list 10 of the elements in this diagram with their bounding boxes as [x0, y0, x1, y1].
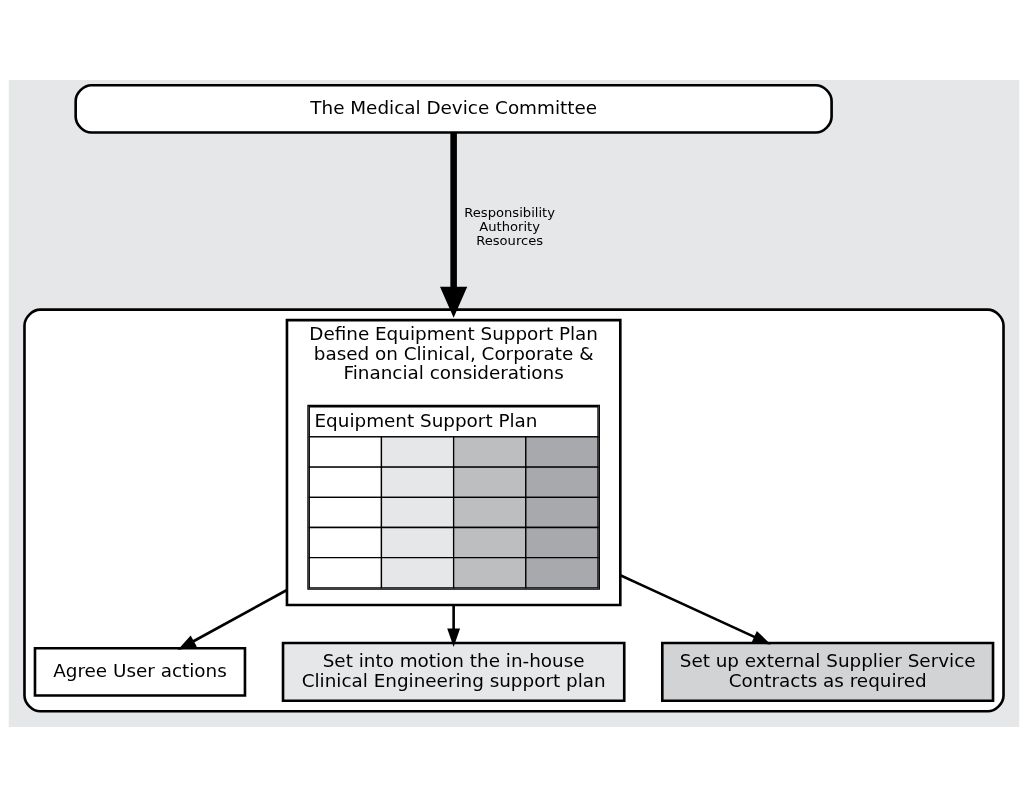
node-box: Agree User actions [33, 646, 247, 697]
node-box: Set into motion the in-house Clinical Engineering support plan [281, 641, 626, 703]
arrow [440, 132, 468, 318]
arrow [619, 574, 771, 645]
arrow [447, 604, 461, 647]
node-box: The Medical Device Committee [74, 83, 833, 134]
arrow [177, 588, 288, 650]
cluster [23, 308, 1005, 713]
node-box: Set up external Supplier Service Contracts as required [661, 641, 995, 703]
edge-label: Responsibility Authority Resources [464, 204, 555, 249]
